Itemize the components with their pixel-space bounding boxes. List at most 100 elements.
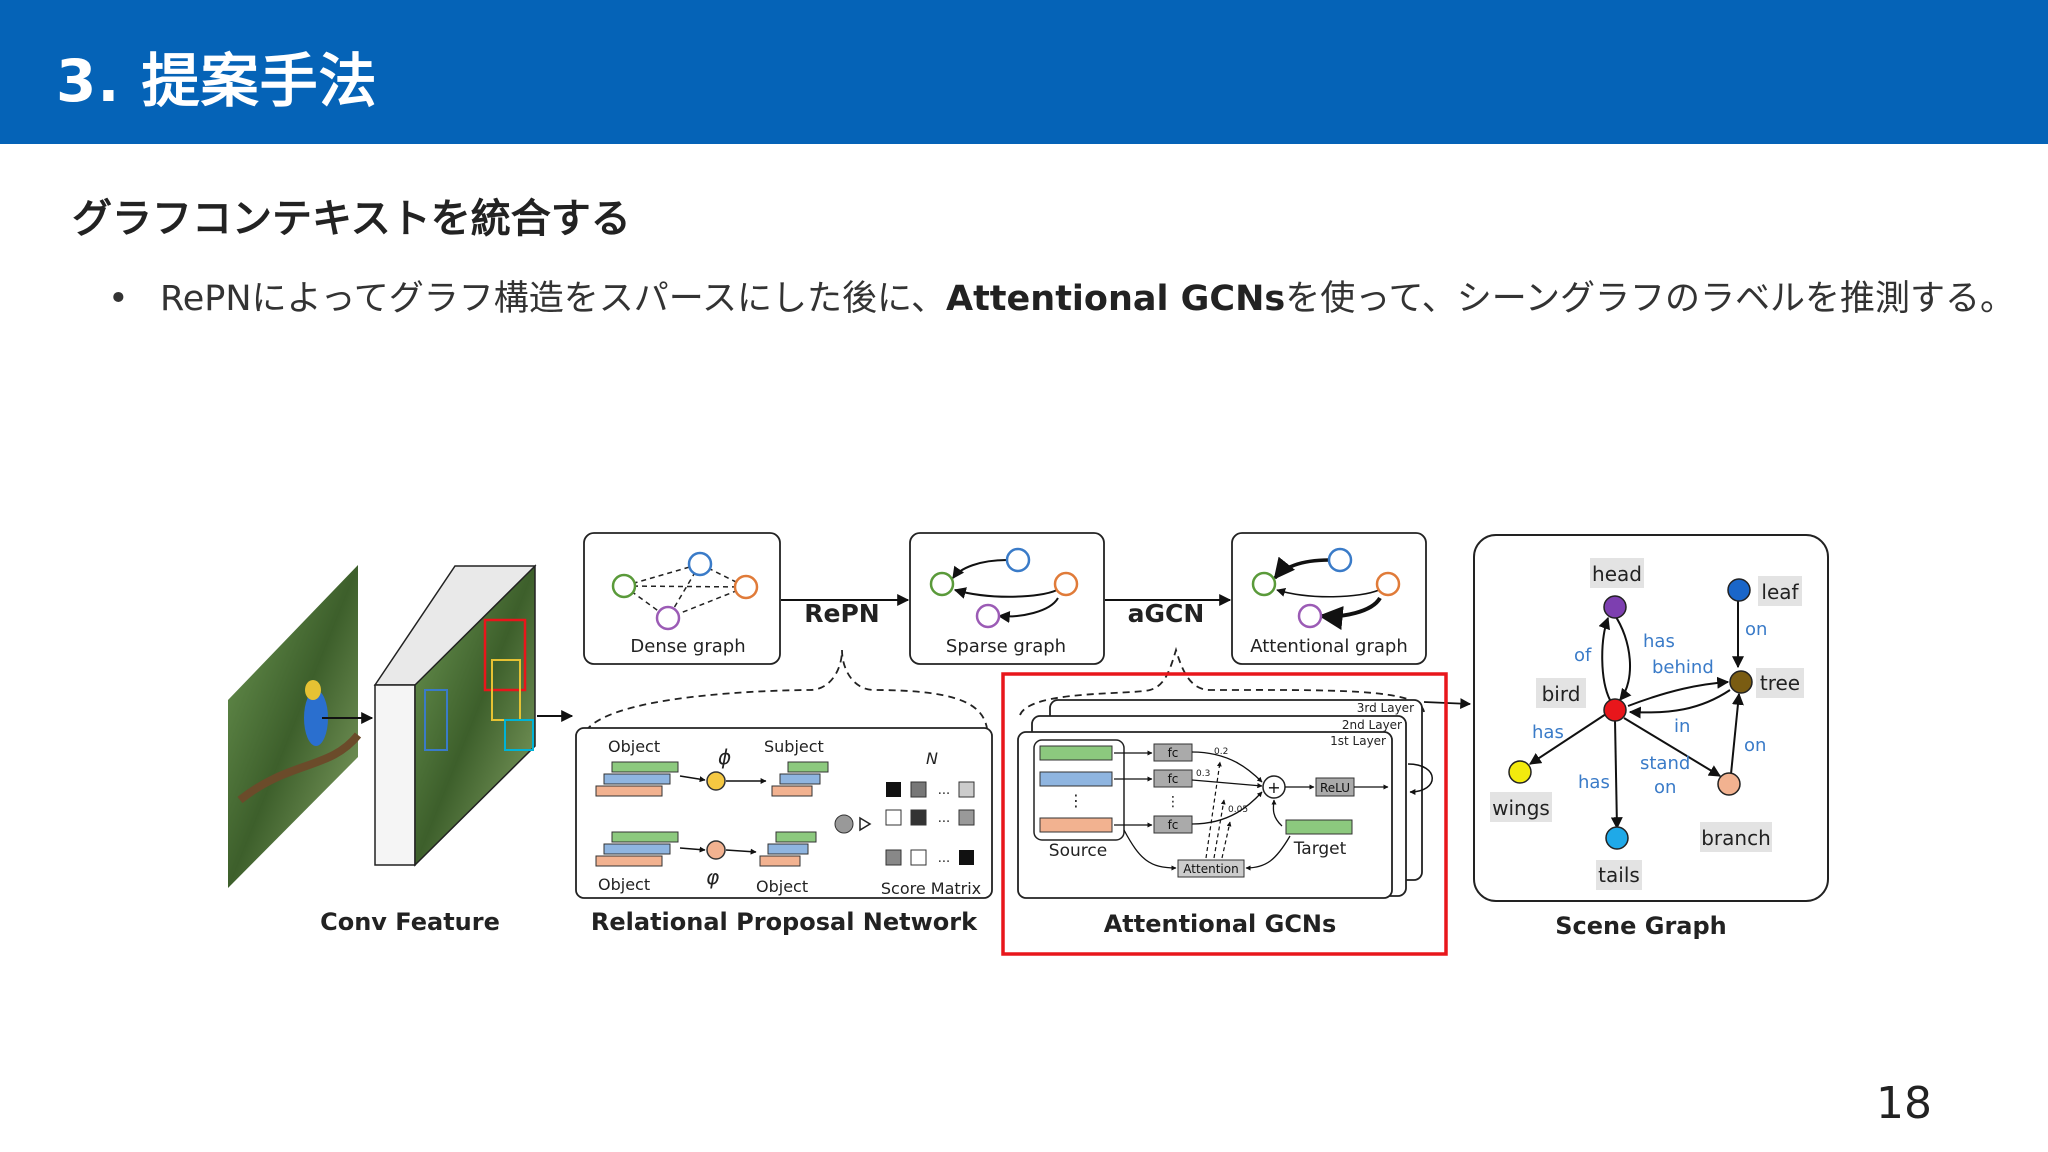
- attentional-graph-box: Attentional graph: [1231, 532, 1427, 665]
- gcn-edge: [1191, 751, 1263, 783]
- target-feature: [1285, 819, 1353, 835]
- rpn-edge: [679, 775, 706, 783]
- dense-graph-label: Dense graph: [630, 636, 745, 657]
- source-group: [1033, 739, 1125, 841]
- edge-label-has-tails: has: [1578, 772, 1610, 793]
- graph-node-green: [1251, 571, 1277, 597]
- bbox-red: [483, 618, 527, 692]
- gcn-edge: [1271, 799, 1283, 827]
- label-bg: [1596, 860, 1642, 890]
- fc-box: [1153, 769, 1193, 788]
- gcn-callout: [1019, 646, 1425, 716]
- node-label-tree: tree: [1760, 671, 1800, 695]
- dense-edge: [623, 585, 747, 588]
- rpn-callout: [581, 649, 989, 743]
- graph-node-orange: [1375, 571, 1401, 597]
- graph-node-purple: [655, 605, 681, 631]
- attention-weight-edge: [1213, 799, 1226, 859]
- node-label-branch: branch: [1701, 826, 1771, 850]
- parrot-head: [305, 680, 321, 700]
- rpn-phi-label: ϕ: [718, 745, 731, 769]
- parrot-body: [304, 690, 328, 746]
- rpn-object-bottom-left-label: Object: [598, 875, 650, 894]
- label-bg: [1590, 558, 1644, 588]
- phi-node: [706, 771, 726, 791]
- scene-graph-caption: Scene Graph: [1555, 912, 1727, 940]
- rpn-object-bottom-right-label: Object: [756, 877, 808, 896]
- attention-label: Attention: [1183, 862, 1238, 876]
- graph-node-orange: [1053, 571, 1079, 597]
- conv-feature-group: Conv Feature: [228, 564, 574, 936]
- rpn-object-top-label: Object: [608, 737, 660, 756]
- label-bg: [1756, 668, 1804, 698]
- rpn-box: Object Subject ϕ φ Object Object N ...: [575, 727, 993, 936]
- edge-bird-tails: [1610, 719, 1623, 830]
- feature-block-front: [414, 564, 536, 867]
- varphi-node: [706, 840, 726, 860]
- source-feature: [1039, 817, 1113, 833]
- layer-loop-arrow: [1407, 763, 1433, 795]
- bbox-cyan: [504, 719, 534, 751]
- gcn-edge: [1191, 779, 1263, 789]
- layer3-label: 3rd Layer: [1357, 701, 1414, 715]
- gcn-edge: [1123, 829, 1177, 871]
- gcn-edge: [1191, 791, 1263, 825]
- attention-edge: [1276, 588, 1380, 598]
- attention-box: [1177, 859, 1245, 878]
- matrix-cell: [910, 781, 927, 798]
- edge-label-behind: behind: [1652, 657, 1714, 678]
- rpn-varphi-label: φ: [706, 865, 719, 889]
- dense-graph-box: Dense graph: [583, 532, 781, 665]
- edge-tree-bird-in: [1628, 689, 1731, 719]
- matrix-dots: ...: [938, 811, 950, 826]
- matrix-cell: [958, 781, 975, 798]
- source-feature: [1039, 771, 1113, 787]
- edge-bird-branch: [1623, 717, 1722, 777]
- conv-feature-label: Conv Feature: [320, 908, 500, 936]
- edge-branch-tree: [1730, 692, 1744, 775]
- sparse-edge: [952, 559, 1008, 579]
- sparse-edge: [997, 597, 1059, 623]
- edge-label-of: of: [1574, 645, 1592, 666]
- edge-label-has-wings: has: [1532, 722, 1564, 743]
- score-matrix-label: Score Matrix: [881, 879, 981, 898]
- source-label: Source: [1049, 841, 1107, 861]
- rpn-edge: [725, 848, 757, 855]
- node-label-leaf: leaf: [1761, 580, 1799, 604]
- graph-node-purple: [1297, 603, 1323, 629]
- matrix-cell: [910, 809, 927, 826]
- scene-node-branch: [1717, 772, 1741, 796]
- edge-bird-tree-behind: [1627, 676, 1730, 707]
- layer2-label: 2nd Layer: [1342, 718, 1402, 732]
- feature-bar: [787, 761, 829, 773]
- node-label-bird: bird: [1542, 682, 1581, 706]
- scene-node-tree: [1729, 670, 1753, 694]
- gcn-box: 3rd Layer 2nd Layer 1st Layer ⋮ Source f…: [1017, 698, 1472, 938]
- branch-drawing: [237, 732, 362, 804]
- rpn-subject-label: Subject: [764, 737, 824, 756]
- bbox-blue: [424, 689, 448, 751]
- scene-graph-frame: [1473, 534, 1829, 902]
- matrix-cell: [886, 782, 901, 797]
- edge-bird-head: [1598, 616, 1611, 701]
- input-image: [228, 565, 358, 888]
- matrix-cell: [959, 850, 974, 865]
- fc-label: fc: [1168, 746, 1179, 760]
- attention-edge: [1273, 556, 1330, 580]
- edge-head-bird: [1613, 613, 1632, 701]
- attention-edge: [1318, 596, 1382, 630]
- plus-label: +: [1267, 778, 1280, 797]
- dense-edge: [623, 563, 701, 587]
- sparse-graph-label: Sparse graph: [946, 636, 1066, 657]
- weight-label: 0.3: [1196, 769, 1210, 779]
- dense-edge: [667, 586, 747, 619]
- graph-node-purple: [975, 603, 1001, 629]
- rpn-caption: Relational Proposal Network: [591, 908, 978, 936]
- scene-node-wings: [1508, 760, 1532, 784]
- header-bar: 3. 提案手法: [0, 0, 2048, 144]
- weight-label: 0.2: [1214, 747, 1228, 757]
- layer1-label: 1st Layer: [1330, 734, 1386, 748]
- feature-block-side: [374, 684, 416, 866]
- feature-bar: [611, 831, 679, 843]
